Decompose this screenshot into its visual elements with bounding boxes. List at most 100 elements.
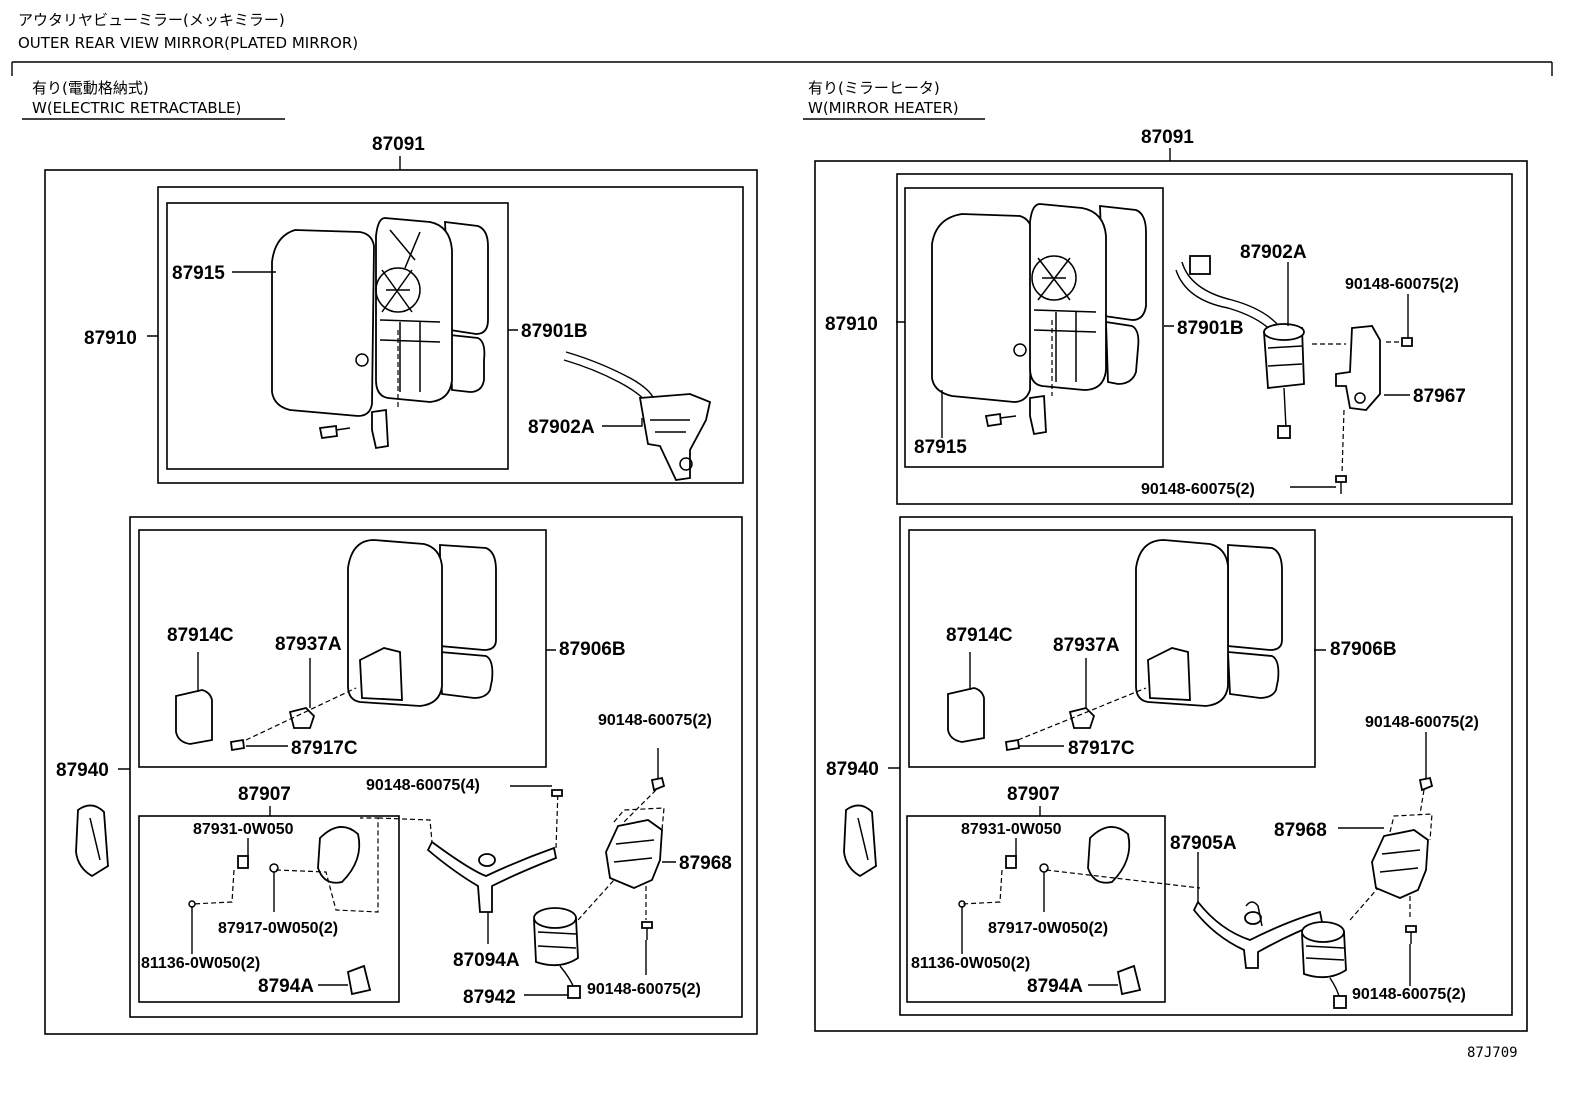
right-cable	[1181, 261, 1283, 331]
title-jp: アウタリヤビューミラー(メッキミラー)	[18, 11, 285, 29]
right-motor2-plug	[1333, 995, 1347, 1009]
left-label-bolt-2a: 90148-60075(2)	[598, 712, 712, 729]
left-small-cover	[75, 804, 109, 878]
right-upper-box	[896, 173, 1513, 505]
right-sub-cover	[1087, 826, 1131, 884]
right-label-87905a: 87905A	[1170, 833, 1237, 854]
right-motor2-ribs	[1305, 945, 1345, 961]
right-label-87910: 87910	[825, 314, 878, 335]
right-label-87902a: 87902A	[1240, 242, 1307, 263]
left-dash-diag	[245, 687, 357, 741]
right-label-87901b: 87901B	[1177, 318, 1244, 339]
right-label-bolt-2b: 90148-60075(2)	[1352, 986, 1466, 1003]
left-sub-cover	[317, 826, 361, 884]
right-label-87968: 87968	[1274, 820, 1327, 841]
left-87094a-stand	[426, 840, 558, 913]
right-assy-box	[814, 160, 1528, 1032]
right-label-bolt-mid: 90148-60075(2)	[1141, 481, 1255, 498]
right-gear-ring	[1031, 255, 1077, 301]
left-labels: 87091 87910 87915 87901B 87902A 87940 87…	[56, 134, 732, 1008]
left-panel	[44, 156, 758, 1035]
right-clip	[1029, 394, 1047, 436]
right-label-87917c: 87917C	[1068, 738, 1135, 759]
right-label-81136: 81136-0W050(2)	[911, 955, 1030, 972]
left-gear-ring	[375, 267, 421, 313]
left-label-87907: 87907	[238, 784, 291, 805]
right-label-bolt-2a: 90148-60075(2)	[1365, 714, 1479, 731]
left-motor-dash	[577, 879, 615, 921]
right-motor-wire	[1283, 387, 1287, 429]
left-label-87914c: 87914C	[167, 625, 234, 646]
left-bolt-top-dash	[623, 789, 657, 823]
right-stand-hook	[1245, 901, 1263, 927]
right-sub-clip	[1005, 855, 1017, 869]
right-label-87915: 87915	[914, 437, 967, 458]
left-gear-cross	[381, 269, 413, 313]
left-motor-ribs	[537, 931, 577, 949]
right-label-87940: 87940	[826, 759, 879, 780]
left-mechanism-arms	[389, 229, 421, 269]
left-mirror-box	[166, 202, 509, 470]
right-mirror-glass-shape	[931, 213, 1033, 403]
title-en: OUTER REAR VIEW MIRROR(PLATED MIRROR)	[18, 34, 359, 52]
right-leader-lines	[888, 148, 1427, 986]
left-label-87091: 87091	[372, 134, 425, 155]
right-87967-bracket	[1335, 325, 1381, 411]
left-label-87942: 87942	[463, 987, 516, 1008]
right-label-87917-0w050: 87917-0W050(2)	[988, 920, 1108, 937]
left-mech-knob	[355, 353, 369, 367]
left-housing-front	[375, 217, 453, 403]
left-bracket-dashes	[613, 807, 665, 920]
left-bolt-bottom	[641, 921, 653, 929]
left-screw-head	[229, 738, 246, 752]
left-stand-knob	[478, 853, 496, 867]
left-87937a-part	[288, 707, 316, 729]
right-motor-ribs	[1267, 345, 1303, 367]
left-label-87917c: 87917C	[291, 738, 358, 759]
left-clip	[371, 408, 389, 450]
right-housing-back-lower	[1105, 320, 1140, 385]
right-cover-shape	[947, 687, 985, 743]
right-mechanism-lines	[1033, 309, 1097, 382]
left-label-87915: 87915	[172, 263, 225, 284]
right-small-cover-inner	[857, 817, 869, 861]
right-bolt-mid	[1335, 475, 1347, 483]
left-8794a-part	[346, 964, 372, 996]
right-label-87907: 87907	[1007, 784, 1060, 805]
left-motor-hole	[679, 457, 693, 471]
right-housing-back	[1099, 204, 1147, 321]
left-lower-box	[129, 516, 743, 1018]
left-bolt-top	[650, 776, 666, 792]
left-leader-lines	[118, 156, 676, 996]
right-labels: 87091 87910 87901B 87915 87902A 90148-60…	[825, 127, 1479, 1003]
right-8794a-part	[1116, 964, 1142, 996]
left-label-81136: 81136-0W050(2)	[141, 955, 260, 972]
right-panel	[814, 148, 1528, 1032]
left-label-87968: 87968	[679, 853, 732, 874]
left-assy-box	[44, 169, 758, 1035]
left-sub-box	[138, 815, 400, 1003]
left-outer-mount	[359, 647, 403, 701]
left-label-87940: 87940	[56, 760, 109, 781]
left-label-87931: 87931-0W050	[193, 821, 294, 838]
left-outer-back-lower	[439, 651, 494, 699]
left-sub-nut	[269, 863, 279, 873]
right-87937a-part	[1068, 707, 1096, 729]
right-motor-plug2	[1277, 425, 1291, 439]
right-label-87914c: 87914C	[946, 625, 1013, 646]
right-motor-top	[1263, 323, 1305, 341]
left-motor-plug	[567, 985, 581, 999]
left-cover-shape	[175, 689, 213, 745]
right-mirror-box	[904, 187, 1164, 468]
left-label-87094a: 87094A	[453, 950, 520, 971]
left-motor-top	[533, 907, 577, 929]
left-condition-en: W(ELECTRIC RETRACTABLE)	[32, 99, 242, 117]
right-label-8794a: 8794A	[1027, 976, 1083, 997]
left-label-87906b: 87906B	[559, 639, 626, 660]
left-cover-box	[138, 529, 547, 768]
right-motor2-top	[1301, 921, 1345, 943]
right-lower-box	[899, 516, 1513, 1016]
right-bolt-head	[984, 412, 1002, 428]
left-label-87910: 87910	[84, 328, 137, 349]
right-bolt-top2	[1418, 776, 1434, 792]
